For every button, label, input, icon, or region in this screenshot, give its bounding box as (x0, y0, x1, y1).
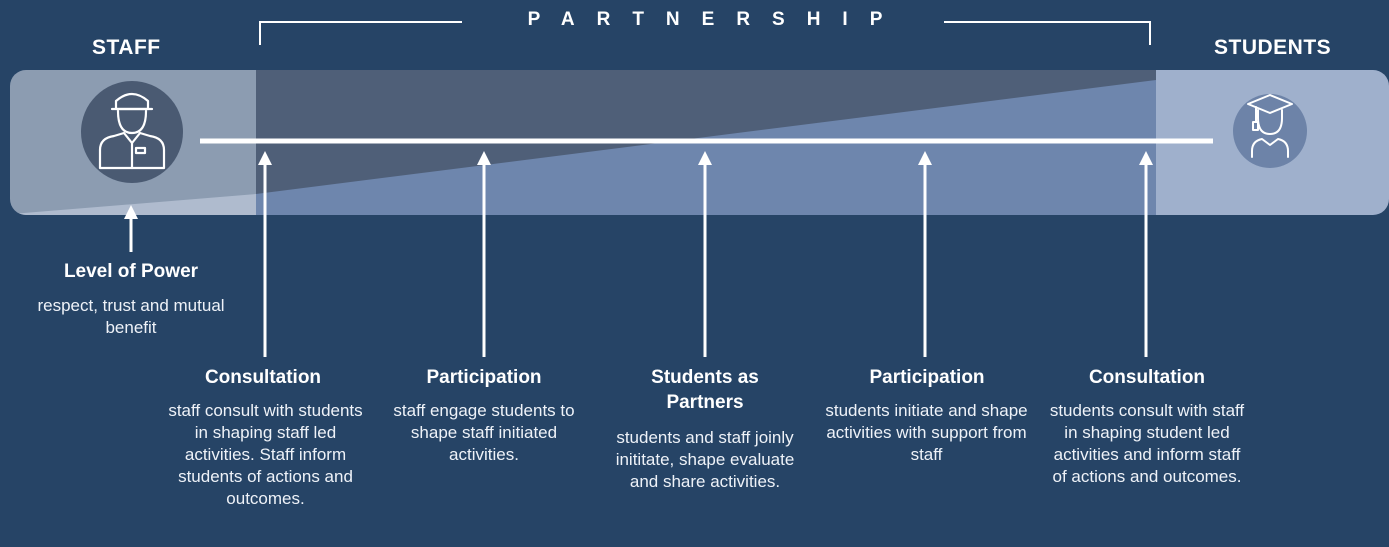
stage-arrow-2 (477, 151, 491, 357)
stage-title-4: Participation (869, 367, 985, 388)
stage-title-5: Consultation (1088, 367, 1206, 388)
partnership-bracket (259, 21, 1151, 45)
power-wedge-left (10, 194, 256, 215)
stage-description-5: students consult with staff in shaping s… (1049, 401, 1245, 486)
power-description: respect, trust and mutual benefit (37, 296, 225, 337)
stage-description-1: staff consult with students in shaping s… (168, 401, 363, 508)
power-title: Level of Power (63, 261, 199, 282)
staff-label: STAFF (92, 36, 161, 59)
stage-title-1: Consultation (204, 367, 322, 388)
stage-description-4: students initiate and shape activities w… (825, 401, 1028, 464)
stage-title-2: Participation (426, 367, 542, 388)
stage-arrow-3 (698, 151, 712, 357)
partnership-label: PARTNERSHIP (527, 9, 905, 30)
stage-arrow-1 (258, 151, 272, 357)
stage-description-3: students and staff joinly inititate, sha… (615, 428, 795, 491)
stage-description-2: staff engage students to shape staff ini… (393, 401, 575, 464)
power-wedge (256, 80, 1156, 215)
power-arrow (124, 205, 138, 252)
stage-title-3: Students as Partners (651, 367, 759, 413)
graduate-student-icon (1233, 94, 1307, 168)
stage-arrow-4 (918, 151, 932, 357)
students-label: STUDENTS (1214, 36, 1332, 59)
stage-arrow-5 (1139, 151, 1153, 357)
staff-worker-icon (81, 81, 183, 183)
